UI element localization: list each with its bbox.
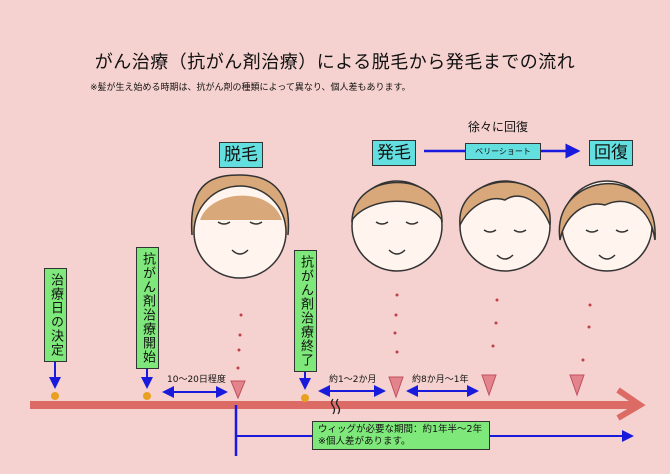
page-title: がん治療（抗がん剤治療）による脱毛から発毛までの流れ: [94, 52, 576, 73]
milestone-chemo-end: 抗がん剤治療終了: [294, 250, 317, 372]
timeline-dots: [51, 392, 309, 402]
interval-label: 約1〜2か月: [329, 375, 377, 385]
wig-period-text: ウィッグが必要な期間：約1年半〜2年: [318, 424, 483, 435]
break-mark: [330, 398, 341, 415]
milestone-chemo-start: 抗がん剤治療開始: [136, 247, 159, 369]
stage-recovery: 回復: [589, 140, 633, 166]
stage-regrowth: 発毛: [372, 140, 416, 166]
wig-note-text: ※個人差があります。: [318, 436, 411, 447]
hair-cones: [230, 374, 585, 400]
face-hair-loss: [190, 174, 290, 279]
dotted-lines: [236, 293, 592, 370]
face-very-short: [459, 180, 551, 272]
wig-period-box: ウィッグが必要な期間：約1年半〜2年 ※個人差があります。: [312, 421, 490, 450]
face-features: [217, 221, 629, 260]
gradual-recovery-label: 徐々に回復: [468, 120, 529, 134]
interval-label: 10〜20日程度: [167, 375, 226, 385]
interval-label: 約8か月〜1年: [412, 375, 469, 385]
subtitle-note: ※髪が生え始める時期は、抗がん剤の種類によって異なり、個人差もあります。: [90, 83, 411, 93]
face-regrowth: [351, 180, 443, 272]
face-recovered: [558, 180, 656, 272]
stage-hair-loss: 脱毛: [219, 142, 263, 168]
milestone-treatment-date: 治療日の決定: [44, 268, 67, 362]
very-short-box: ベリーショート: [465, 143, 541, 160]
